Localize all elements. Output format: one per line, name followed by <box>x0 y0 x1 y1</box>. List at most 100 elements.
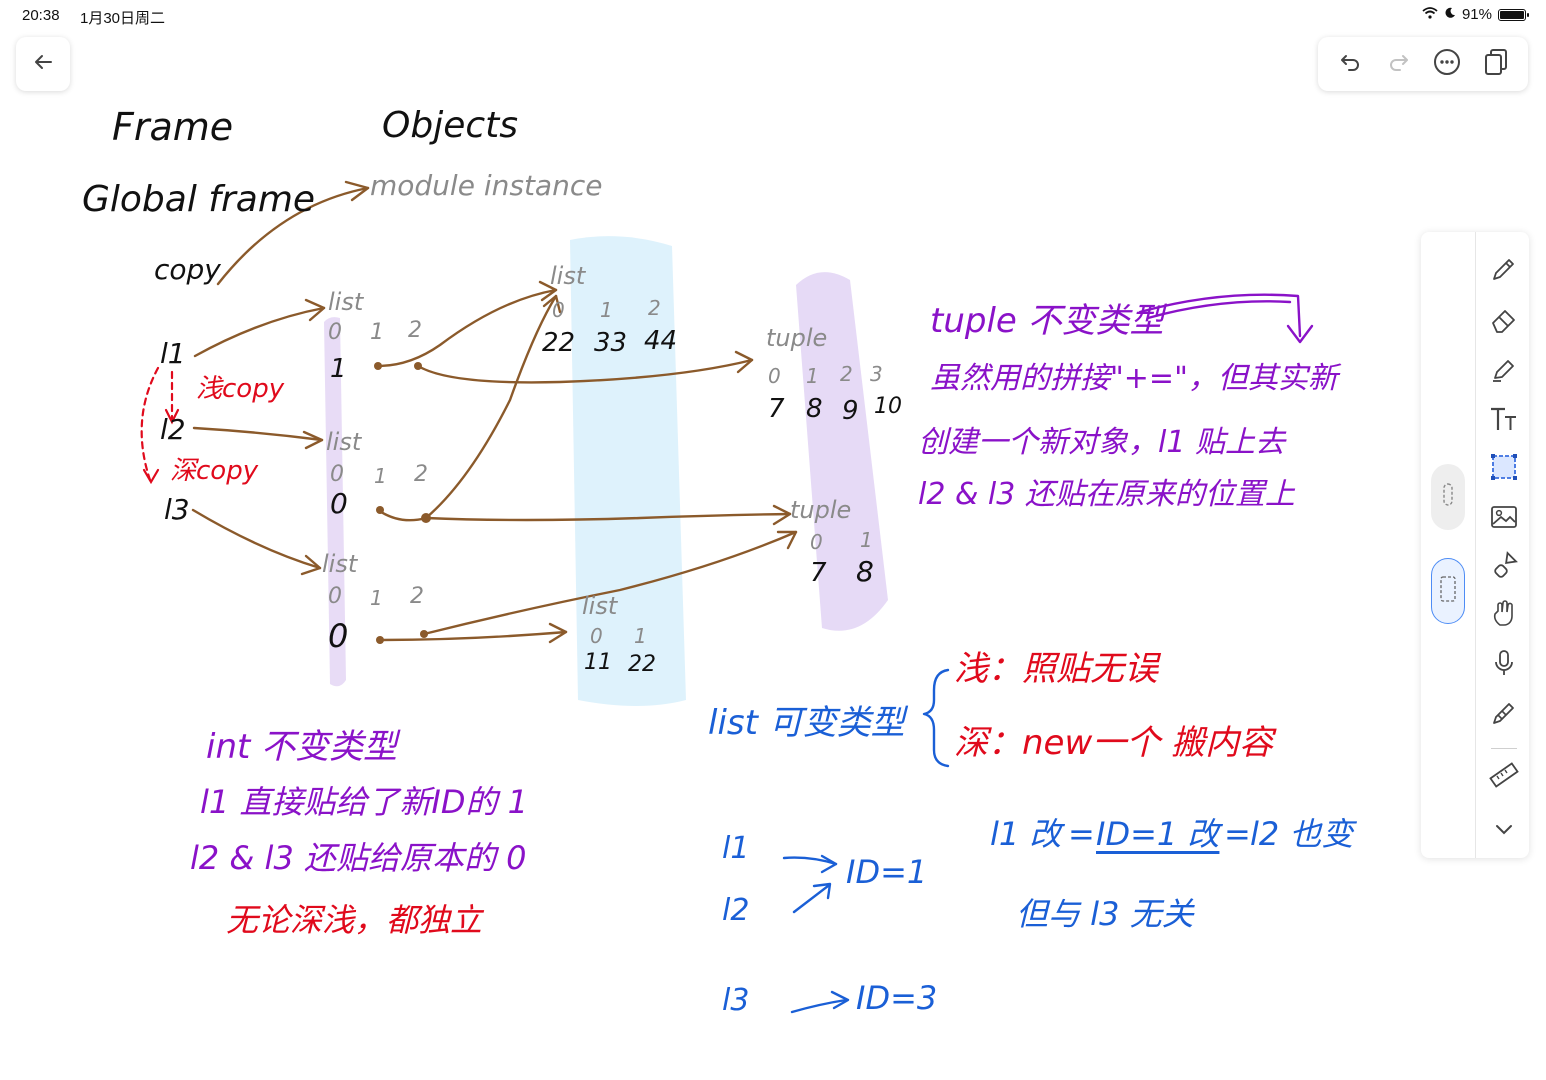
battery-percent: 91% <box>1461 6 1492 23</box>
list2-label: list <box>326 428 362 456</box>
tuple1-value-0: 7 <box>768 394 785 424</box>
l2-label: l2 <box>160 413 186 446</box>
l3-arrow <box>191 508 322 570</box>
tuple1-index-1: 1 <box>806 364 819 388</box>
list3-item1-arrow <box>378 630 568 642</box>
tuple1-index-2: 2 <box>840 362 853 386</box>
text-tool[interactable] <box>1487 404 1521 438</box>
l2-id-label: l2 <box>722 893 750 928</box>
shape-tool[interactable] <box>1487 550 1521 584</box>
l2-id-arrow <box>792 884 830 914</box>
list2-index-1: 1 <box>374 464 387 488</box>
int-note-line-3: l2 & l3 还贴给原本的 0 <box>190 839 527 877</box>
shape-icon <box>1489 550 1519 584</box>
id1-target: ID=1 <box>846 853 928 891</box>
pages-button[interactable] <box>1476 44 1516 84</box>
moon-icon <box>1444 6 1456 23</box>
l1-label: l1 <box>160 337 186 370</box>
status-time: 20:38 <box>22 7 60 24</box>
l3-label: l3 <box>164 493 190 526</box>
microphone-tool[interactable] <box>1487 648 1521 682</box>
pencil-tool[interactable] <box>1487 698 1521 732</box>
l1-id-label: l1 <box>722 831 750 866</box>
top-toolbar <box>1318 37 1528 91</box>
list2-index-0: 0 <box>330 462 344 487</box>
redo-icon <box>1387 50 1411 78</box>
inner-list-index-0: 0 <box>552 298 565 322</box>
objects-column-highlight <box>570 236 686 706</box>
but-l3-label: 但与 l3 无关 <box>1016 895 1194 933</box>
tools-panel <box>1421 232 1529 858</box>
undo-button[interactable] <box>1330 44 1370 84</box>
touch-icon <box>1440 481 1456 513</box>
back-button[interactable] <box>16 37 70 91</box>
tuple1-index-0: 0 <box>768 364 781 388</box>
highlighter-tool[interactable] <box>1487 354 1521 388</box>
inner-list-value-1: 33 <box>594 328 628 358</box>
list2-value: 0 <box>330 487 348 520</box>
list3-index-2: 2 <box>410 584 424 609</box>
pencil-icon <box>1489 698 1519 732</box>
pen-icon <box>1489 254 1519 288</box>
tuple2-value-0: 7 <box>810 558 827 588</box>
undo-icon <box>1338 50 1362 78</box>
arrow-left-icon <box>31 50 55 78</box>
list2-item1-arrow <box>376 294 558 522</box>
finger-draw-toggle[interactable] <box>1431 464 1465 530</box>
image-icon <box>1489 502 1519 536</box>
redo-button[interactable] <box>1379 44 1419 84</box>
status-date: 1月30日周二 <box>80 10 166 27</box>
gesture-tool[interactable] <box>1487 598 1521 632</box>
selection-toggle[interactable] <box>1431 558 1465 624</box>
tuple-column-highlight <box>796 272 888 631</box>
frame-heading: Frame <box>112 105 234 149</box>
collapse-tools-button[interactable] <box>1487 814 1521 848</box>
deep-copy-label: 深copy <box>170 456 259 486</box>
tuple1-value-2: 9 <box>842 396 859 426</box>
list1-index-0: 0 <box>328 320 342 345</box>
more-button[interactable] <box>1427 44 1467 84</box>
l2-changes-label: l2 也变 <box>1250 815 1354 853</box>
list1-item2-arrow <box>416 358 754 384</box>
copy-arrow <box>216 186 370 286</box>
more-icon <box>1433 48 1461 80</box>
microphone-icon <box>1489 648 1519 682</box>
wifi-icon <box>1422 6 1438 23</box>
inner-list-index-2: 2 <box>648 296 661 320</box>
tuple-note-line-3: 创建一个新对象，l1 贴上去 <box>918 425 1285 460</box>
inner-list-value-2: 44 <box>644 326 678 356</box>
tuple2-index-0: 0 <box>810 530 823 554</box>
list1-item1-arrow <box>376 288 558 368</box>
list3-value: 0 <box>328 617 349 655</box>
tuple-note-line-1: tuple 不变类型 <box>930 301 1164 341</box>
eraser-icon <box>1489 304 1519 338</box>
id1-change-label: ID=1 改 <box>1096 815 1220 853</box>
list-rule-brace <box>922 668 950 768</box>
tuple-note-line-2: 虽然用的拼接"+="，但其实新 <box>930 361 1338 396</box>
ruler-icon <box>1488 760 1520 794</box>
deep-rule: 深：new一个 搬内容 <box>954 723 1274 763</box>
small-list-label: list <box>582 592 618 620</box>
list1-index-2: 2 <box>408 318 422 343</box>
panel-divider <box>1475 232 1476 858</box>
small-list-value-1: 22 <box>628 652 656 677</box>
lasso-tool[interactable] <box>1487 452 1521 486</box>
tuple2-value-1: 8 <box>856 555 874 588</box>
list1-index-1: 1 <box>370 320 384 345</box>
tuple-note-line-4: l2 & l3 还贴在原来的位置上 <box>918 477 1295 512</box>
pen-tool[interactable] <box>1487 254 1521 288</box>
int-note-line-2: l1 直接贴给了新ID的 1 <box>200 783 529 821</box>
image-tool[interactable] <box>1487 502 1521 536</box>
small-list-index-0: 0 <box>590 624 603 648</box>
global-frame-label: Global frame <box>82 179 316 220</box>
list-column-highlight <box>324 317 346 687</box>
list1-label: list <box>328 288 364 316</box>
eraser-tool[interactable] <box>1487 304 1521 338</box>
tuple1-value-1: 8 <box>806 394 823 424</box>
inner-list-index-1: 1 <box>600 298 613 322</box>
battery-icon <box>1498 8 1529 21</box>
l2-arrow <box>192 426 324 442</box>
list1-value: 1 <box>330 354 347 384</box>
inner-list-label: list <box>550 262 586 290</box>
ruler-tool[interactable] <box>1487 760 1521 794</box>
